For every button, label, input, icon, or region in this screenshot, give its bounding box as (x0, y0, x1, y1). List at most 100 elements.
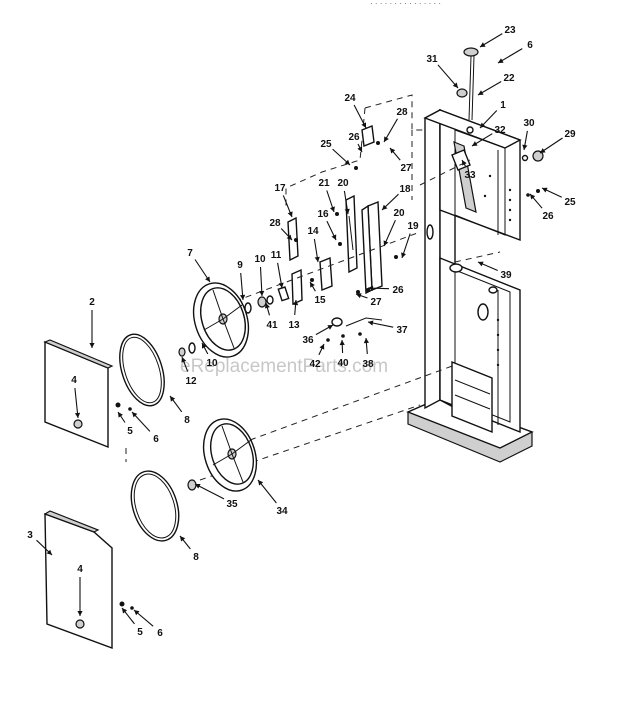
callout-arrowhead (314, 256, 320, 262)
callout-10: 10 (201, 342, 218, 369)
callout-arrowhead (287, 211, 293, 217)
wheel-shaft (277, 286, 290, 302)
callout-32: 32 (471, 125, 506, 147)
callout-42: 42 (309, 343, 325, 370)
callout-38: 38 (362, 337, 374, 370)
washer-26 (526, 193, 530, 197)
callout-arrowhead (530, 194, 536, 200)
callout-label: 23 (504, 25, 516, 36)
callout-arrowhead (259, 290, 265, 296)
callout-27: 27 (355, 293, 382, 308)
lower-hub (187, 479, 197, 491)
callout-label: 15 (314, 295, 326, 306)
callout-34: 34 (257, 479, 288, 517)
callout-label: 27 (400, 163, 412, 174)
callout-label: 10 (254, 254, 266, 265)
callout-arrowhead (278, 282, 284, 288)
callout-label: 22 (503, 73, 515, 84)
callout-label: 25 (320, 139, 332, 150)
callout-10: 10 (254, 254, 266, 297)
callout-arrowhead (363, 338, 369, 344)
callout-arrowhead (344, 159, 350, 165)
callout-arrowhead (339, 340, 345, 346)
callout-8: 8 (169, 395, 190, 426)
callout-label: 26 (542, 211, 554, 222)
callout-label: 41 (266, 320, 278, 331)
bolt-25 (536, 189, 540, 193)
header-fragment: · · · · · · · · · · · · · · · (370, 0, 441, 8)
callout-label: 17 (274, 183, 286, 194)
tension-washer (466, 126, 474, 134)
callout-arrowhead (462, 160, 467, 166)
callout-label: 13 (288, 320, 300, 331)
callout-label: 28 (269, 218, 281, 229)
callout-arrowhead (382, 204, 388, 210)
callout-label: 10 (206, 358, 218, 369)
lower-wheel-cover (43, 510, 134, 650)
callout-39: 39 (477, 261, 512, 281)
callout-3: 3 (27, 530, 53, 556)
frame-opening (451, 360, 493, 434)
callout-arrowhead (310, 282, 315, 288)
callout-15: 15 (309, 281, 326, 306)
callout-41: 41 (264, 302, 278, 331)
callout-label: 5 (127, 426, 133, 437)
callout-33: 33 (461, 159, 476, 181)
callout-label: 26 (392, 285, 404, 296)
callout-36: 36 (302, 324, 334, 346)
callout-label: 39 (500, 270, 512, 281)
callout-arrowhead (452, 82, 458, 88)
screw (356, 290, 360, 294)
tension-rod (468, 55, 472, 121)
frame-hole (426, 224, 434, 240)
screw (310, 278, 314, 282)
callout-21: 21 (318, 178, 335, 213)
callout-label: 14 (307, 226, 319, 237)
callout-14: 14 (307, 226, 320, 263)
callout-arrowhead (122, 608, 128, 614)
callout-35: 35 (194, 483, 238, 510)
callout-label: 6 (527, 40, 533, 51)
callout-arrowhead (384, 136, 389, 142)
callout-19: 19 (401, 221, 419, 259)
callout-16: 16 (317, 209, 337, 241)
callout-label: 21 (318, 178, 330, 189)
cover-knob (75, 619, 85, 629)
alignment-line (224, 231, 421, 306)
upper-wheel-cover (43, 339, 132, 462)
alignment-line (249, 364, 456, 441)
callout-arrowhead (264, 303, 270, 309)
callout-arrowhead (77, 611, 83, 616)
screw (366, 288, 370, 292)
callout-label: 42 (309, 359, 321, 370)
callout-40: 40 (337, 339, 349, 369)
right-side-hardware (521, 150, 544, 197)
callout-arrowhead (74, 412, 81, 418)
callout-arrowhead (118, 412, 123, 418)
screw (354, 166, 358, 170)
callout-arrowhead (472, 141, 478, 146)
callout-label: 27 (370, 297, 382, 308)
callout-30: 30 (522, 118, 535, 151)
callout-26: 26 (348, 132, 363, 153)
callout-13: 13 (288, 299, 300, 331)
upper-wheel (178, 282, 290, 358)
callout-label: 4 (77, 564, 83, 575)
callout-arrowhead (368, 285, 374, 291)
callout-arrowhead (240, 294, 246, 300)
callout-label: 36 (302, 335, 314, 346)
cover-washer (130, 606, 134, 610)
callout-6: 6 (497, 40, 533, 64)
callout-arrowhead (361, 122, 366, 128)
callout-arrowhead (356, 293, 362, 299)
frame-hole (488, 286, 498, 294)
callout-28: 28 (269, 218, 293, 241)
guide-bracket (287, 216, 299, 262)
callout-label: 34 (276, 506, 288, 517)
callout-6: 6 (133, 609, 163, 639)
callout-arrowhead (522, 144, 528, 150)
callout-arrowhead (383, 240, 389, 246)
callout-label: 4 (71, 375, 77, 386)
knob-29 (532, 150, 544, 162)
callout-label: 5 (137, 627, 143, 638)
